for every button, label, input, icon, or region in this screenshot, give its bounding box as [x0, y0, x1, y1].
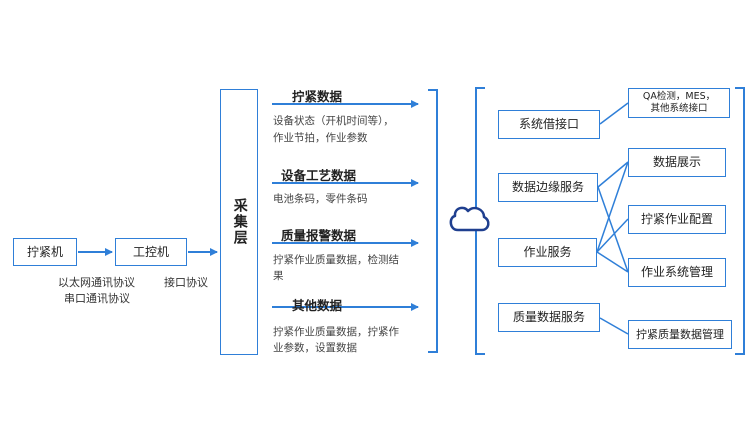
- bracket-data: [428, 89, 438, 353]
- cloud-icon: [449, 206, 490, 232]
- ipc-label: 工控机: [132, 244, 169, 259]
- data-group-3-title: 质量报警数据: [281, 228, 357, 243]
- data-group-1-desc-1: 设备状态（开机时间等），: [273, 115, 394, 127]
- data-group-1-desc-2: 作业节拍，作业参数: [273, 132, 368, 144]
- data-group-2-title: 设备工艺数据: [281, 168, 357, 183]
- ipc-box: 工控机: [115, 238, 187, 266]
- job-config-label: 拧紧作业配置: [640, 212, 713, 226]
- job-service-label: 作业服务: [523, 245, 572, 259]
- tightening-machine-box: 拧紧机: [13, 238, 77, 266]
- job-config-box: 拧紧作业配置: [628, 205, 726, 234]
- protocol-serial: 串口通讯协议: [64, 292, 130, 305]
- link-edge-mgmt: [597, 186, 629, 273]
- collection-layer-label: 采集层: [231, 198, 248, 246]
- data-group-4-desc-2: 业参数，设置数据: [273, 342, 357, 354]
- job-mgmt-label: 作业系统管理: [640, 265, 713, 279]
- edge-service-box: 数据边缘服务: [498, 173, 598, 202]
- edge-service-label: 数据边缘服务: [511, 180, 584, 194]
- collection-layer-box: 采集层: [220, 89, 258, 355]
- data-group-1-title: 拧紧数据: [292, 89, 343, 104]
- link-interface-external: [599, 102, 629, 125]
- external-systems-line-1: QA检测，MES，: [642, 91, 716, 102]
- link-job-mgmt: [596, 251, 629, 273]
- data-group-4-title: 其他数据: [292, 298, 343, 313]
- system-interface-label: 系统借接口: [518, 117, 579, 131]
- bracket-modules-right: [735, 87, 745, 355]
- link-quality-mgmt: [599, 317, 629, 335]
- link-job-display: [596, 161, 629, 253]
- protocol-ethernet: 以太网通讯协议: [58, 276, 135, 289]
- data-group-2-desc-1: 电池条码，零件条码: [273, 193, 368, 205]
- quality-service-label: 质量数据服务: [512, 310, 585, 324]
- link-job-config: [596, 218, 629, 253]
- job-service-box: 作业服务: [498, 238, 597, 267]
- tightening-machine-label: 拧紧机: [26, 244, 63, 259]
- data-group-4-desc-1: 拧紧作业质量数据，拧紧作: [273, 326, 399, 338]
- quality-service-box: 质量数据服务: [498, 303, 600, 332]
- data-display-box: 数据展示: [628, 148, 726, 177]
- job-mgmt-box: 作业系统管理: [628, 258, 726, 287]
- link-edge-display: [597, 161, 629, 188]
- interface-protocol: 接口协议: [164, 276, 208, 289]
- quality-mgmt-label: 拧紧质量数据管理: [636, 327, 724, 341]
- quality-mgmt-box: 拧紧质量数据管理: [628, 320, 732, 349]
- data-group-3-desc-1: 拧紧作业质量数据，检测结: [273, 254, 399, 266]
- external-systems-line-2: 其他系统接口: [650, 103, 708, 114]
- data-display-label: 数据展示: [652, 155, 701, 169]
- system-interface-box: 系统借接口: [498, 110, 600, 139]
- data-group-3-desc-2: 果: [273, 270, 284, 282]
- external-systems-box: QA检测，MES， 其他系统接口: [628, 88, 730, 118]
